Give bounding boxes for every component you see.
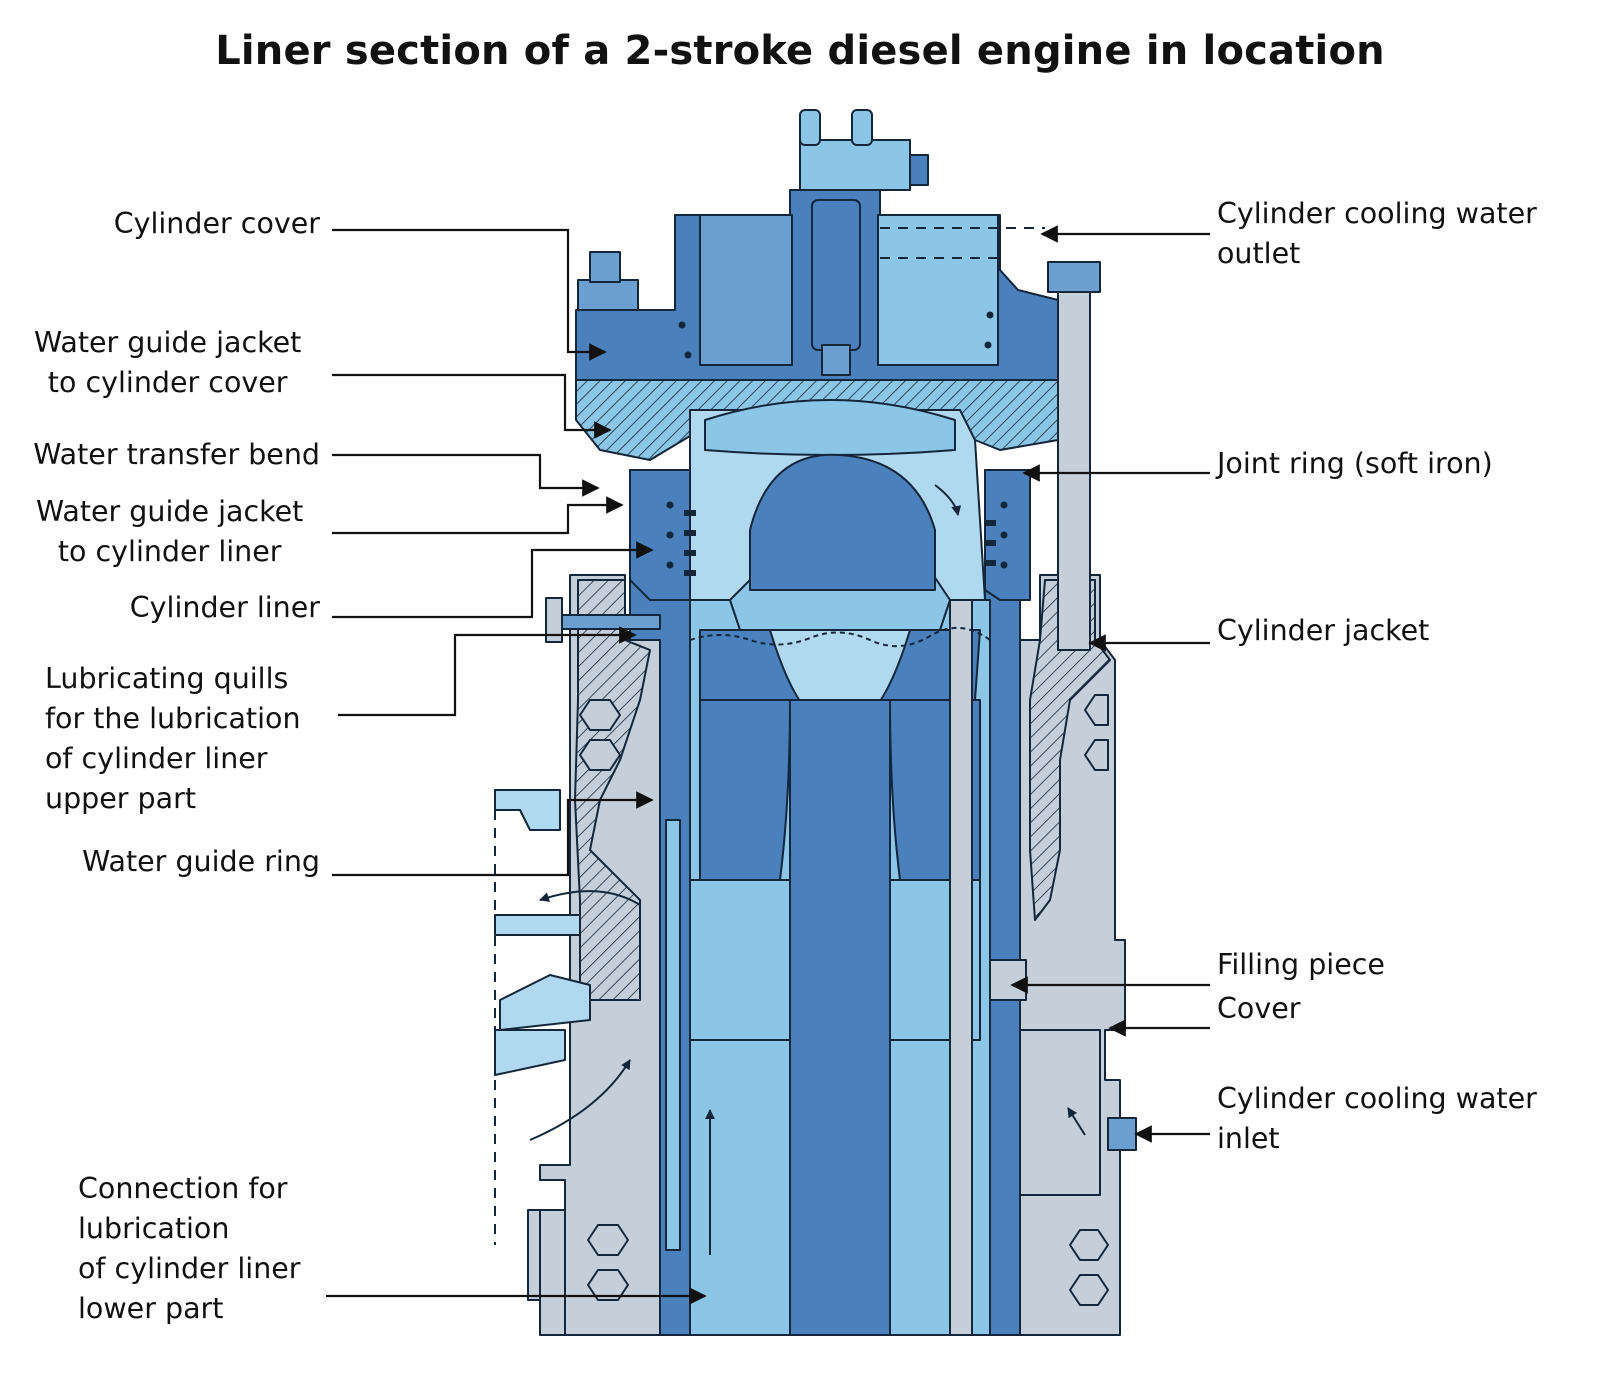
- valve-spindle-lower: [821, 344, 851, 376]
- label-cylinder-cover: Cylinder cover: [113, 207, 320, 240]
- piston-rod: [789, 699, 891, 1336]
- valve-spindle-housing: [811, 199, 861, 351]
- cooling-bores: [666, 311, 1008, 569]
- valve-top-pin-right: [851, 109, 873, 146]
- exhaust-valve-housing: [799, 139, 911, 191]
- stay-bolt-right: [1057, 289, 1091, 651]
- nut-left-top: [577, 279, 639, 311]
- diagram-title: Liner section of a 2-stroke diesel engin…: [215, 28, 1385, 74]
- label-cover: Cover: [1217, 992, 1301, 1025]
- leader-lines: [326, 225, 1210, 1305]
- bolt-left-top: [589, 251, 621, 283]
- label-cylinder-liner: Cylinder liner: [129, 591, 320, 624]
- label-connection-lubrication: Connection for lubrication of cylinder l…: [78, 1172, 301, 1325]
- stud-tube-left: [665, 819, 681, 1251]
- exhaust-valve-actuator: [909, 154, 929, 186]
- cooling-water-inlet-port: [1107, 1117, 1137, 1151]
- lubricating-quill-nut: [545, 597, 563, 643]
- label-cooling-water-outlet: Cylinder cooling water outlet: [1217, 197, 1537, 270]
- label-water-guide-jacket-cover: Water guide jacket to cylinder cover: [34, 326, 302, 399]
- label-joint-ring: Joint ring (soft iron): [1217, 447, 1493, 480]
- scavenge-plate-left: [494, 914, 581, 936]
- port-wave-line: [689, 626, 991, 648]
- scavenge-duct-left: [499, 974, 591, 1031]
- cover-inner-right: [877, 214, 999, 366]
- piston-dome: [749, 453, 936, 591]
- label-cylinder-jacket: Cylinder jacket: [1217, 614, 1430, 647]
- liner-slot-left: [689, 879, 791, 1041]
- label-water-transfer-bend: Water transfer bend: [33, 438, 320, 471]
- flange-lower-left: [539, 1209, 566, 1336]
- nut-right-top: [1047, 261, 1101, 293]
- label-water-guide-jacket-liner: Water guide jacket to cylinder liner: [36, 495, 304, 568]
- stud-tube-right: [949, 599, 973, 1336]
- water-space-cover-right: [1019, 1029, 1101, 1196]
- piston-rod-flare-left: [699, 699, 791, 881]
- scavenge-box-left: [494, 789, 561, 831]
- label-lubricating-quills: Lubricating quills for the lubrication o…: [45, 662, 301, 815]
- label-cooling-water-inlet: Cylinder cooling water inlet: [1217, 1082, 1537, 1155]
- valve-top-pin-left: [799, 109, 821, 146]
- label-water-guide-ring: Water guide ring: [82, 845, 320, 878]
- cylinder-jacket-left-hatch: [574, 579, 651, 1001]
- water-guide-jacket-left: [629, 469, 691, 601]
- filling-piece-block: [989, 959, 1027, 1001]
- cover-inner-left: [699, 214, 793, 366]
- scavenge-duct-lower-left: [494, 1029, 566, 1076]
- hex-bolts: [579, 694, 1109, 1306]
- label-filling-piece: Filling piece: [1217, 948, 1385, 981]
- combustion-dome: [704, 399, 956, 456]
- lubricating-quill-body: [559, 614, 661, 630]
- piston-rings: [684, 510, 996, 576]
